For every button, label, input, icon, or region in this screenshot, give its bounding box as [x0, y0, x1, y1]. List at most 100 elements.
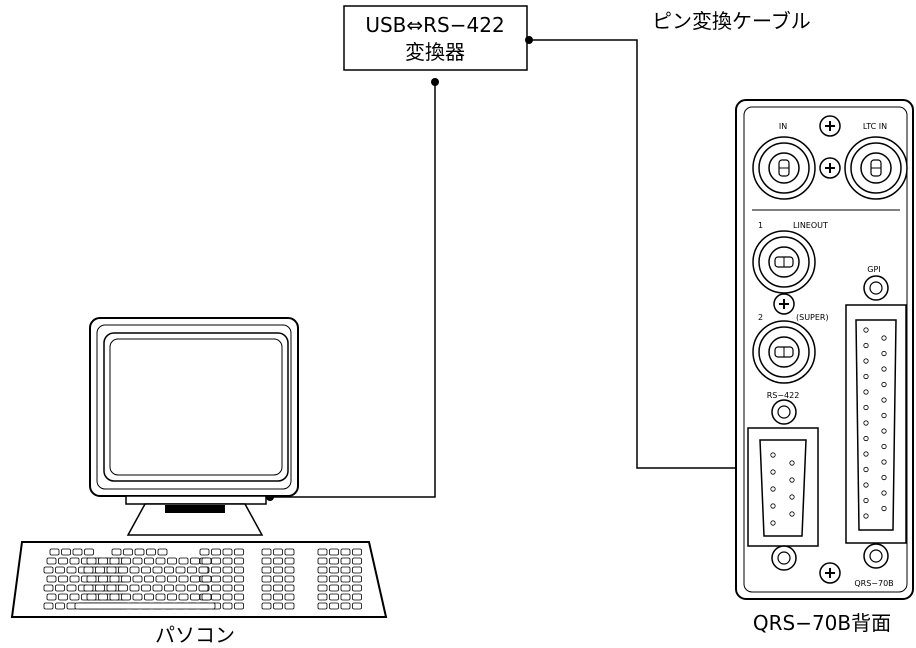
keyboard-key — [118, 584, 128, 592]
keyboard-key — [211, 575, 221, 583]
pin — [863, 327, 869, 333]
keyboard-key — [211, 557, 221, 565]
keyboard-key — [317, 584, 328, 592]
keyboard-key — [69, 575, 80, 583]
cable-junction-dot — [525, 36, 533, 44]
keyboard-key — [132, 593, 143, 601]
pin — [863, 513, 869, 519]
keyboard-key — [106, 566, 117, 574]
keyboard-key — [58, 557, 68, 565]
keyboard-key — [340, 602, 351, 610]
keyboard-key — [164, 566, 174, 574]
keyboard-key — [66, 584, 77, 592]
keyboard-key — [234, 557, 244, 565]
keyboard-key — [261, 548, 272, 556]
keyboard-key — [167, 575, 177, 583]
pin — [770, 503, 776, 509]
keyboard-key — [234, 593, 244, 601]
keyboard-key — [111, 548, 122, 556]
keyboard-key — [175, 584, 186, 592]
keyboard-key — [69, 593, 80, 601]
keyboard-key — [46, 575, 57, 583]
label-model: QRS−70B — [854, 579, 893, 588]
keyboard-key — [199, 548, 210, 556]
keyboard-key — [284, 575, 295, 583]
keyboard-key — [352, 593, 362, 601]
keyboard-key — [141, 566, 151, 574]
pin — [881, 397, 887, 403]
keyboard-key — [234, 575, 244, 583]
keyboard-key — [83, 566, 94, 574]
keyboard-key — [284, 548, 295, 556]
cable-label: ピン変換ケーブル — [652, 9, 811, 33]
pin — [863, 435, 869, 442]
keyboard-key — [66, 566, 77, 574]
keyboard-key — [340, 548, 351, 556]
keyboard-key — [261, 566, 272, 574]
keyboard-key — [352, 548, 362, 556]
keyboard-key — [84, 548, 94, 556]
rs422-dsub9-connector — [747, 427, 819, 547]
keyboard-key — [211, 593, 221, 601]
pin — [863, 451, 869, 457]
keyboard-key — [340, 593, 351, 601]
keyboard-key — [61, 548, 71, 556]
keyboard-spacebar — [74, 602, 216, 610]
bottom-right-jack — [863, 543, 889, 569]
cables — [270, 39, 739, 498]
keyboard-key — [95, 566, 105, 574]
keyboard-key — [329, 566, 339, 574]
keyboard-key — [144, 557, 154, 565]
pin — [881, 335, 887, 341]
keyboard-key — [222, 584, 233, 592]
keyboard-key — [329, 557, 339, 565]
keyboard-key — [284, 584, 295, 592]
keyboard-key — [222, 575, 233, 583]
pin — [770, 486, 776, 492]
keyboard-key — [273, 557, 283, 565]
pin — [863, 482, 869, 488]
keyboard-key — [106, 584, 117, 592]
keyboard-key — [121, 557, 131, 565]
keyboard-key — [157, 548, 168, 556]
keyboard-key — [273, 593, 283, 601]
keyboard-key — [340, 557, 351, 565]
label-in: IN — [779, 122, 787, 131]
keyboard-key — [43, 602, 54, 610]
screw-icon — [773, 293, 795, 315]
keyboard-key — [129, 584, 140, 592]
pin — [863, 466, 869, 473]
keyboard-key — [187, 584, 197, 592]
keyboard-key — [198, 566, 209, 574]
keyboard-key — [317, 593, 328, 601]
keyboard-key — [129, 566, 140, 574]
pin — [881, 366, 887, 372]
keyboard-key — [121, 575, 131, 583]
converter-label-line2: 変換器 — [405, 40, 465, 64]
keyboard-key — [329, 602, 339, 610]
keyboard-key — [43, 566, 54, 574]
label-ltc-in: LTC IN — [863, 122, 887, 131]
keyboard-key — [49, 548, 60, 556]
keyboard-key — [201, 557, 212, 565]
keyboard-key — [83, 584, 94, 592]
label-lineout-1: 1 — [758, 221, 763, 230]
pin-conversion-cable — [529, 39, 739, 469]
keyboard-key — [175, 566, 186, 574]
label-rs422: RS−422 — [767, 391, 800, 400]
label-gpi: GPI — [867, 265, 880, 274]
keyboard-key — [58, 593, 68, 601]
pin — [863, 420, 869, 426]
keyboard-key — [352, 566, 362, 574]
keyboard-key — [132, 575, 143, 583]
usb-rs422-converter: USB⇔RS−422 変換器 — [343, 5, 528, 71]
keyboard-key — [340, 584, 351, 592]
pin — [881, 412, 887, 419]
pin — [881, 428, 887, 434]
keyboard-key — [273, 575, 283, 583]
keyboard-key — [167, 593, 177, 601]
keyboard-key — [55, 566, 65, 574]
pin — [789, 460, 795, 466]
pc: パソコン — [10, 317, 388, 647]
label-lineout-2: 2 — [758, 313, 763, 322]
